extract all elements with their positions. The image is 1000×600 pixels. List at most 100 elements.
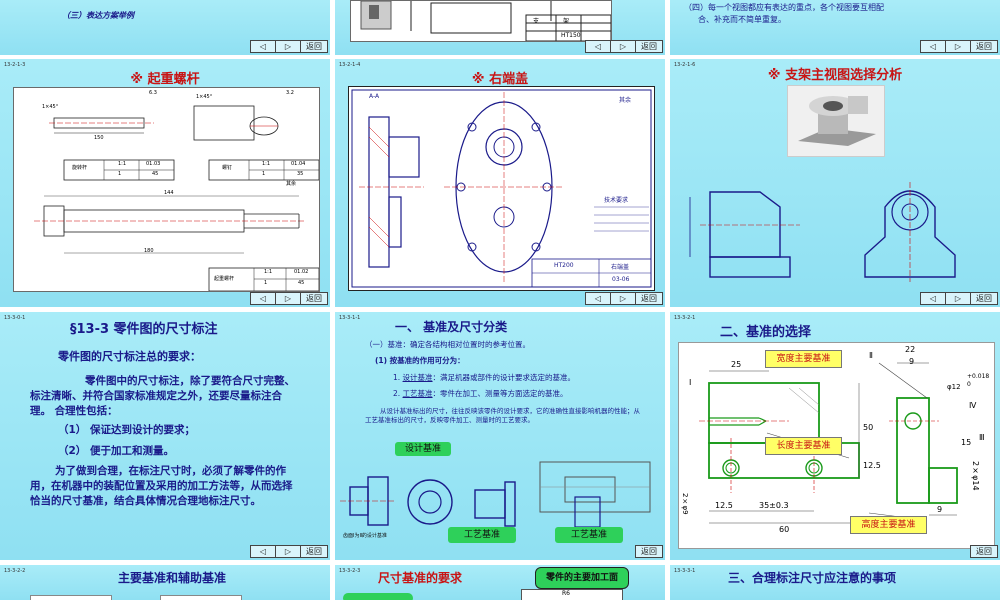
nav-prev-button[interactable]: ◁ — [585, 292, 611, 305]
dim-label: 15 — [961, 438, 972, 447]
nav-back-button[interactable]: 返回 — [970, 292, 998, 305]
slide-1[interactable]: （三）表达方案举例 ◁ ▷ 返回 — [0, 0, 330, 55]
nav-prev-button[interactable]: ◁ — [250, 40, 276, 53]
nav-bar: ◁ ▷ 返回 — [250, 292, 328, 305]
nav-back-button[interactable]: 返回 — [635, 545, 663, 558]
tb-material: HT200 — [554, 262, 574, 269]
height-datum-callout: 高度主要基准 — [850, 516, 927, 534]
slide-5[interactable]: 13-2-1-4 ※ 右端盖 — [335, 59, 665, 307]
nav-back-button[interactable]: 返回 — [635, 292, 663, 305]
nav-back-button[interactable]: 返回 — [300, 292, 328, 305]
bracket-drawing — [360, 1, 611, 41]
tb-scale: 1:1 — [262, 161, 271, 167]
nav-next-button[interactable]: ▷ — [610, 292, 636, 305]
nav-next-button[interactable]: ▷ — [275, 292, 301, 305]
slide-number: 13-2-1-4 — [339, 62, 361, 68]
datum-drawing — [340, 461, 651, 528]
dim-label: 9 — [937, 505, 943, 514]
nav-prev-button[interactable]: ◁ — [585, 40, 611, 53]
drawing-panel: 1×45° 1×45° 150 144 180 6.3 3.2 其余 旋转杆 1… — [13, 87, 320, 292]
drawing-panel: A-A 其余 技术要求 HT200 右端盖 03-06 — [348, 86, 655, 291]
nav-bar: 返回 — [635, 545, 663, 558]
slide-number: 13-3-0-1 — [4, 315, 26, 321]
dim-label: 12.5 — [715, 501, 733, 510]
text-seg: 2. — [393, 389, 403, 398]
text-line: 1. 设计基准：满足机器或部件的设计要求选定的基准。 — [393, 372, 575, 384]
slide-title: 尺寸基准的要求 — [377, 571, 462, 585]
tb-name: 旋转杆 — [72, 165, 88, 171]
nav-back-button[interactable]: 返回 — [300, 545, 328, 558]
nav-prev-button[interactable]: ◁ — [250, 545, 276, 558]
nav-bar: ◁ ▷ 返回 — [585, 292, 663, 305]
datum-label: Ⅲ — [979, 433, 985, 442]
nav-back-button[interactable]: 返回 — [300, 40, 328, 53]
nav-bar: ◁ ▷ 返回 — [920, 292, 998, 305]
nav-next-button[interactable]: ▷ — [275, 545, 301, 558]
tb-code: 01.04 — [291, 161, 306, 167]
tb-name: 右端盖 — [611, 264, 630, 271]
dim-label: 50 — [863, 423, 874, 432]
slide-7[interactable]: 13-3-0-1 §13-3 零件图的尺寸标注 零件图的尺寸标注总的要求： 零件… — [0, 312, 330, 560]
tb-cell: 架 — [563, 18, 570, 25]
slide-8[interactable]: 13-3-1-1 一、 基准及尺寸分类 （一）基准：确定各结构相对位置时的参考位… — [335, 312, 665, 560]
dim-label: 1×45° — [196, 94, 213, 100]
nav-next-button[interactable]: ▷ — [945, 292, 971, 305]
nav-prev-button[interactable]: ◁ — [920, 292, 946, 305]
roughness-label: 其余 — [286, 181, 297, 187]
text-seg: ：满足机器或部件的设计要求选定的基准。 — [432, 373, 576, 382]
end-cover-drawing — [351, 89, 652, 288]
section-label: A-A — [369, 93, 380, 100]
slide-2[interactable]: 支 架 HT150 ◁ ▷ 返回 — [335, 0, 665, 55]
slide-title: §13-3 零件图的尺寸标注 — [70, 322, 218, 337]
nav-bar: ◁ ▷ 返回 — [250, 545, 328, 558]
tb-qty: 1 — [118, 171, 122, 177]
slide-9[interactable]: 13-3-2-1 二、基准的选择 — [670, 312, 1000, 560]
tb-code: 01.02 — [294, 269, 309, 275]
drawing-stub — [30, 595, 112, 600]
slide-4[interactable]: 13-2-1-3 ※ 起重螺杆 — [0, 59, 330, 307]
slide-number: 13-2-1-3 — [4, 62, 26, 68]
drawing-stub — [160, 595, 242, 600]
dim-label: 0 — [967, 381, 971, 388]
tb-mat: 45 — [298, 280, 305, 286]
nav-bar: ◁ ▷ 返回 — [250, 40, 328, 53]
slide-number: 13-3-2-1 — [674, 315, 696, 321]
nav-prev-button[interactable]: ◁ — [920, 40, 946, 53]
nav-prev-button[interactable]: ◁ — [250, 292, 276, 305]
nav-next-button[interactable]: ▷ — [610, 40, 636, 53]
dim-label: 1×45° — [42, 104, 59, 110]
dim-label: 60 — [779, 525, 790, 534]
slide-text: （三）表达方案举例 — [62, 11, 134, 20]
slide-number: 13-2-1-6 — [674, 62, 696, 68]
datum-label: Ⅳ — [969, 401, 977, 410]
slide-title: ※ 起重螺杆 — [130, 72, 200, 87]
green-tab — [343, 593, 413, 600]
tb-name: 螺钉 — [222, 165, 233, 171]
slide-3[interactable]: （四）每一个视图都应有表达的重点，各个视图要互相配 合、补充而不简单重复。 ◁ … — [670, 0, 1000, 55]
tb-name: 起重螺杆 — [214, 276, 235, 282]
dim-label: φ12 — [947, 383, 961, 391]
dim-label: R6 — [562, 590, 570, 597]
roughness-label: 6.3 — [149, 90, 157, 96]
slide-text: （四）每一个视图都应有表达的重点，各个视图要互相配 — [684, 3, 884, 12]
design-datum-label: 设计基准 — [395, 442, 451, 456]
nav-back-button[interactable]: 返回 — [970, 40, 998, 53]
text-paragraph: 从设计基准标出的尺寸，往往反映该零件的设计要求，它的准确性直接影响机器的性能；从… — [365, 407, 640, 424]
nav-next-button[interactable]: ▷ — [945, 40, 971, 53]
slide-10[interactable]: 13-3-2-2 主要基准和辅助基准 — [0, 565, 330, 600]
slide-subtitle: 零件图的尺寸标注总的要求： — [58, 350, 201, 363]
nav-back-button[interactable]: 返回 — [970, 545, 998, 558]
slide-number: 13-3-2-2 — [4, 568, 26, 574]
tb-cell: HT150 — [561, 32, 581, 39]
nav-back-button[interactable]: 返回 — [635, 40, 663, 53]
length-datum-callout: 长度主要基准 — [765, 437, 842, 455]
text-line: （一）基准：确定各结构相对位置时的参考位置。 — [365, 340, 530, 349]
slide-12[interactable]: 13-3-3-1 三、合理标注尺寸应注意的事项 — [670, 565, 1000, 600]
nav-next-button[interactable]: ▷ — [275, 40, 301, 53]
roughness-label: 其余 — [619, 97, 632, 104]
drawing-stub: R6 — [521, 589, 623, 600]
dim-label: 25 — [731, 360, 742, 369]
slide-11[interactable]: 13-3-2-3 尺寸基准的要求 零件的主要加工面 R6 — [335, 565, 665, 600]
term-link: 设计基准 — [402, 373, 433, 382]
slide-6[interactable]: 13-2-1-6 ※ 支架主视图选择分析 ◁ ▷ 返回 — [670, 59, 1000, 307]
